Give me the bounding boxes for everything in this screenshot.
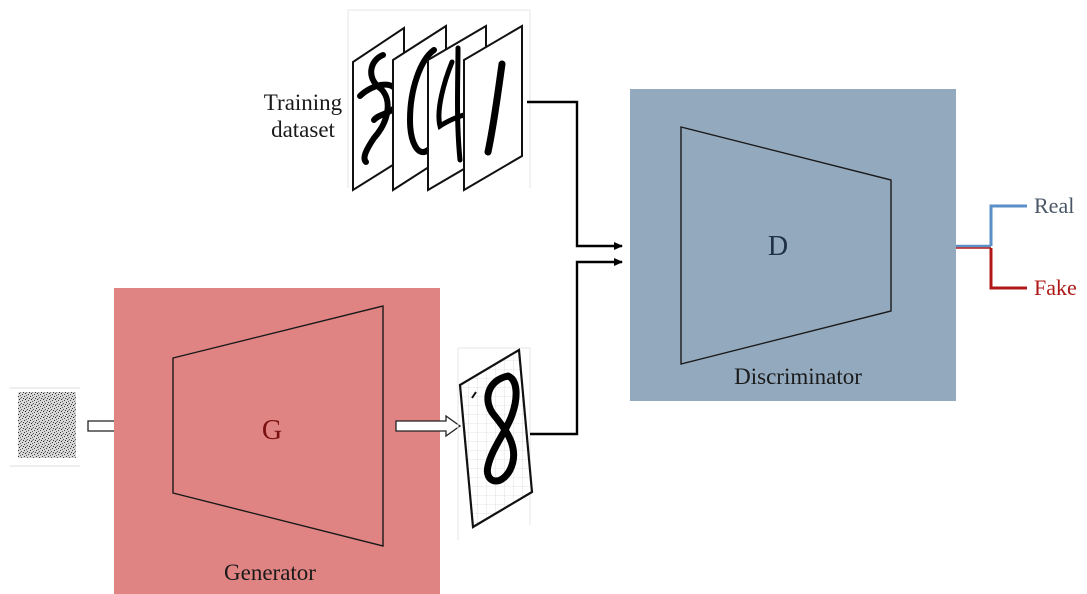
generator-trapezoid [172, 305, 384, 547]
generator-letter: G [262, 415, 282, 446]
training-label-line2: dataset [271, 117, 335, 142]
generator-block: G Generator [114, 288, 440, 594]
generator-box [114, 288, 440, 594]
training-label-line1: Training [264, 90, 343, 115]
discriminator-trapezoid [680, 126, 892, 365]
fake-output-label: Fake [1034, 275, 1077, 300]
generated-digit-card [457, 347, 534, 540]
training-digit-cards [347, 9, 531, 192]
discriminator-letter: D [768, 231, 788, 262]
fake-branch-line [989, 248, 1027, 290]
discriminator-block: D Discriminator [630, 89, 956, 401]
generator-label: Generator [224, 560, 316, 585]
noise-image [10, 387, 80, 467]
generated-eight-digit [483, 372, 520, 485]
training-to-discriminator-arrow [527, 100, 623, 250]
discriminator-label: Discriminator [734, 364, 862, 389]
sample-to-discriminator-arrow [530, 258, 623, 436]
output-branches [956, 204, 1027, 290]
generator-to-sample-arrow [395, 414, 462, 438]
real-output-label: Real [1034, 193, 1074, 218]
real-branch-line [989, 204, 1027, 246]
discriminator-box [630, 89, 956, 401]
